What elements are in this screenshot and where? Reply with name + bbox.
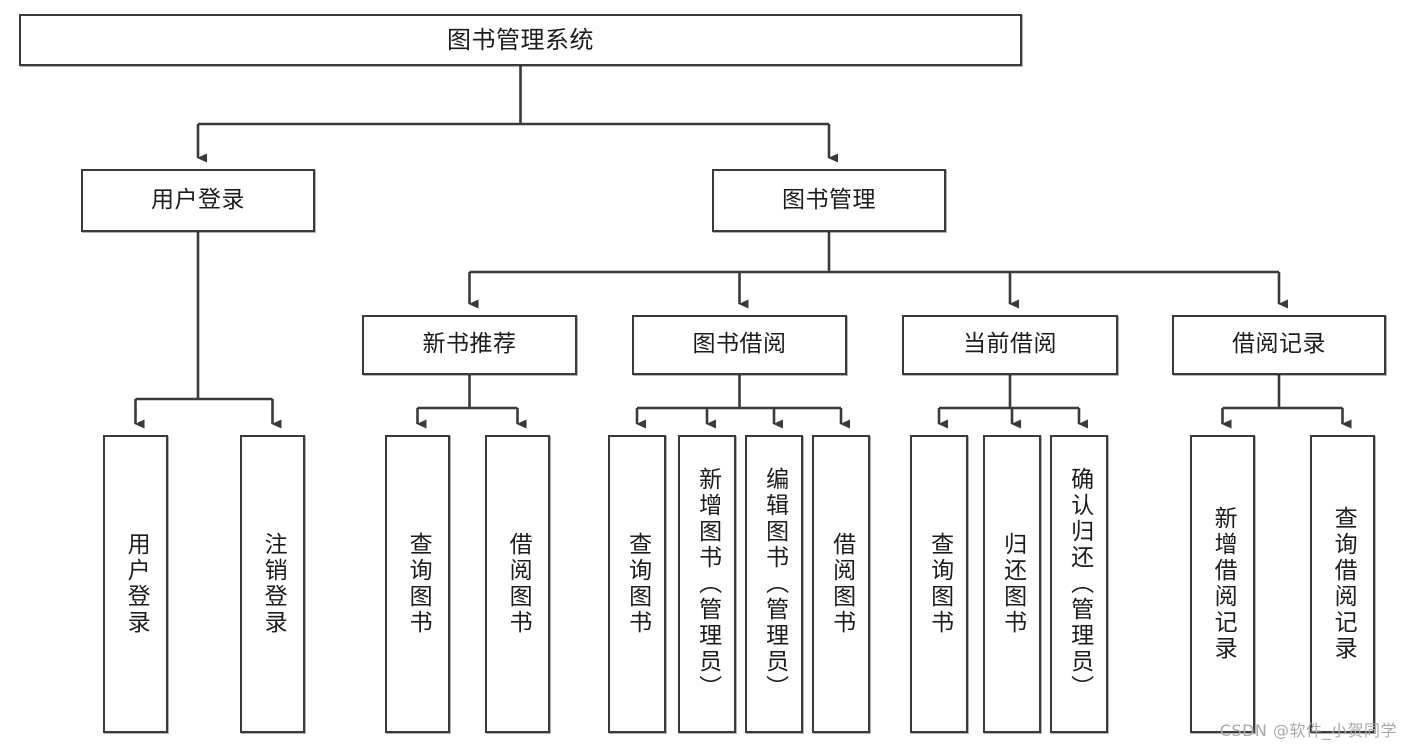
node-label: 借阅图书 [505, 532, 532, 636]
node-leaf-11[interactable]: 新增借阅记录 [1190, 435, 1255, 733]
node-label: 用户登录 [151, 186, 245, 213]
node-leaf-1[interactable]: 注销登录 [240, 435, 305, 733]
node-leaf-0[interactable]: 用户登录 [103, 435, 168, 733]
node-leaf-6[interactable]: 编辑图书（管理员） [745, 435, 803, 733]
node-leaf-7[interactable]: 借阅图书 [812, 435, 870, 733]
node-level3-0[interactable]: 新书推荐 [362, 315, 577, 375]
node-label: 图书管理系统 [447, 25, 594, 54]
node-label: 借阅图书 [828, 532, 855, 636]
connector-paths [134, 66, 1352, 429]
node-level3-3[interactable]: 借阅记录 [1172, 315, 1386, 375]
node-label: 查询借阅记录 [1330, 506, 1357, 662]
node-leaf-4[interactable]: 查询图书 [608, 435, 666, 733]
node-leaf-12[interactable]: 查询借阅记录 [1310, 435, 1375, 733]
node-label: 新增借阅记录 [1210, 506, 1237, 662]
watermark-text: CSDN @软件_小贺同学 [1219, 721, 1397, 740]
node-level3-2[interactable]: 当前借阅 [902, 315, 1118, 375]
node-level2-0[interactable]: 用户登录 [81, 169, 315, 232]
node-label: 借阅记录 [1232, 331, 1326, 358]
node-label: 查询图书 [405, 532, 432, 636]
node-label: 新增图书（管理员） [694, 467, 721, 701]
node-label: 当前借阅 [963, 331, 1057, 358]
node-leaf-3[interactable]: 借阅图书 [485, 435, 550, 733]
node-leaf-5[interactable]: 新增图书（管理员） [678, 435, 736, 733]
node-leaf-9[interactable]: 归还图书 [983, 435, 1041, 733]
node-leaf-10[interactable]: 确认归还（管理员） [1050, 435, 1108, 733]
node-label: 归还图书 [999, 532, 1026, 636]
node-label: 查询图书 [926, 532, 953, 636]
node-label: 图书管理 [782, 186, 876, 213]
node-label: 确认归还（管理员） [1066, 467, 1093, 701]
node-level3-1[interactable]: 图书借阅 [632, 315, 847, 375]
node-label: 图书借阅 [692, 331, 787, 358]
node-label: 注销登录 [260, 532, 287, 636]
node-root[interactable]: 图书管理系统 [19, 14, 1022, 66]
node-leaf-8[interactable]: 查询图书 [910, 435, 968, 733]
node-label: 新书推荐 [422, 331, 517, 358]
node-label: 查询图书 [624, 532, 651, 636]
node-leaf-2[interactable]: 查询图书 [385, 435, 450, 733]
node-label: 用户登录 [123, 532, 150, 636]
node-label: 编辑图书（管理员） [761, 467, 788, 701]
node-level2-1[interactable]: 图书管理 [712, 169, 946, 232]
